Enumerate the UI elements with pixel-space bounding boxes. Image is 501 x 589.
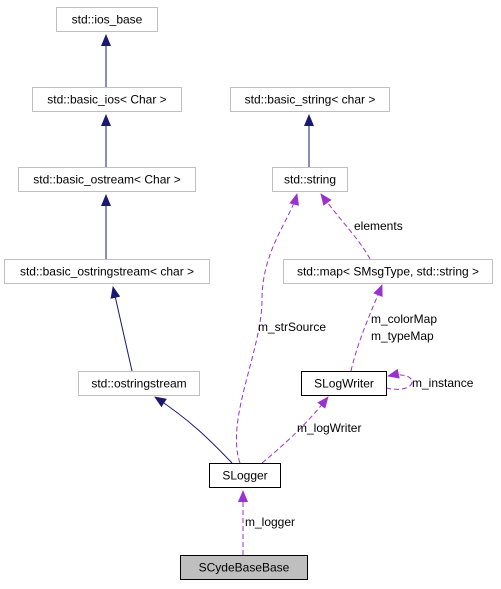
class-node-slogger[interactable]: SLogger (209, 463, 281, 488)
usage-edge (385, 368, 413, 390)
edge-label: m_colorMap (371, 312, 437, 326)
class-node-label: std::basic_string< char > (245, 93, 376, 107)
class-node-string[interactable]: std::string (272, 167, 348, 192)
class-node-box (56, 7, 158, 32)
class-node-ostringstream[interactable]: std::ostringstream (78, 371, 200, 396)
edge-label: m_instance (412, 376, 474, 390)
class-node-box (180, 555, 308, 580)
usage-edge (261, 396, 329, 464)
class-node-label: std::basic_ostream< Char > (33, 173, 180, 187)
class-node-box (209, 463, 281, 488)
edge-label: elements (354, 219, 403, 233)
class-node-box (272, 167, 348, 192)
class-node-label: SLogger (222, 469, 267, 483)
class-node-label: std::ostringstream (91, 377, 186, 391)
class-node-box (18, 167, 196, 192)
class-node-box (32, 87, 182, 112)
class-node-box (4, 259, 210, 284)
class-node-label: std::map< SMsgType, std::string > (297, 265, 479, 279)
class-node-box (230, 87, 390, 112)
edge-label: m_logger (245, 515, 295, 529)
class-node-scydebasebase[interactable]: SCydeBaseBase (180, 555, 308, 580)
edge-label: m_strSource (258, 320, 326, 334)
usage-edge (235, 193, 299, 464)
class-node-label: std::string (284, 173, 336, 187)
class-node-label: std::ios_base (72, 13, 143, 27)
class-node-label: SCydeBaseBase (199, 561, 290, 575)
class-node-basic_ostringstream[interactable]: std::basic_ostringstream< char > (4, 259, 210, 284)
class-node-box (301, 371, 387, 396)
edge-label: m_typeMap (371, 329, 434, 343)
usage-edge (320, 193, 371, 260)
class-node-basic_ostream[interactable]: std::basic_ostream< Char > (18, 167, 196, 192)
class-node-box (78, 371, 200, 396)
class-node-label: std::basic_ostringstream< char > (20, 265, 194, 279)
class-node-box (283, 259, 493, 284)
edge-label: m_logWriter (297, 421, 361, 435)
class-node-ios_base[interactable]: std::ios_base (56, 7, 158, 32)
class-node-basic_string[interactable]: std::basic_string< char > (230, 87, 390, 112)
class-node-map[interactable]: std::map< SMsgType, std::string > (283, 259, 493, 284)
inheritance-edge (154, 396, 233, 464)
edges-layer (101, 34, 413, 555)
edge-labels-layer: elements m_strSource m_colorMap m_typeMap m_… (245, 219, 474, 529)
class-node-basic_ios[interactable]: std::basic_ios< Char > (32, 87, 182, 112)
class-node-slogwriter[interactable]: SLogWriter (301, 371, 387, 396)
inheritance-edge (110, 286, 133, 372)
class-node-label: SLogWriter (314, 377, 374, 391)
class-node-label: std::basic_ios< Char > (47, 93, 166, 107)
usage-edge (350, 284, 383, 372)
